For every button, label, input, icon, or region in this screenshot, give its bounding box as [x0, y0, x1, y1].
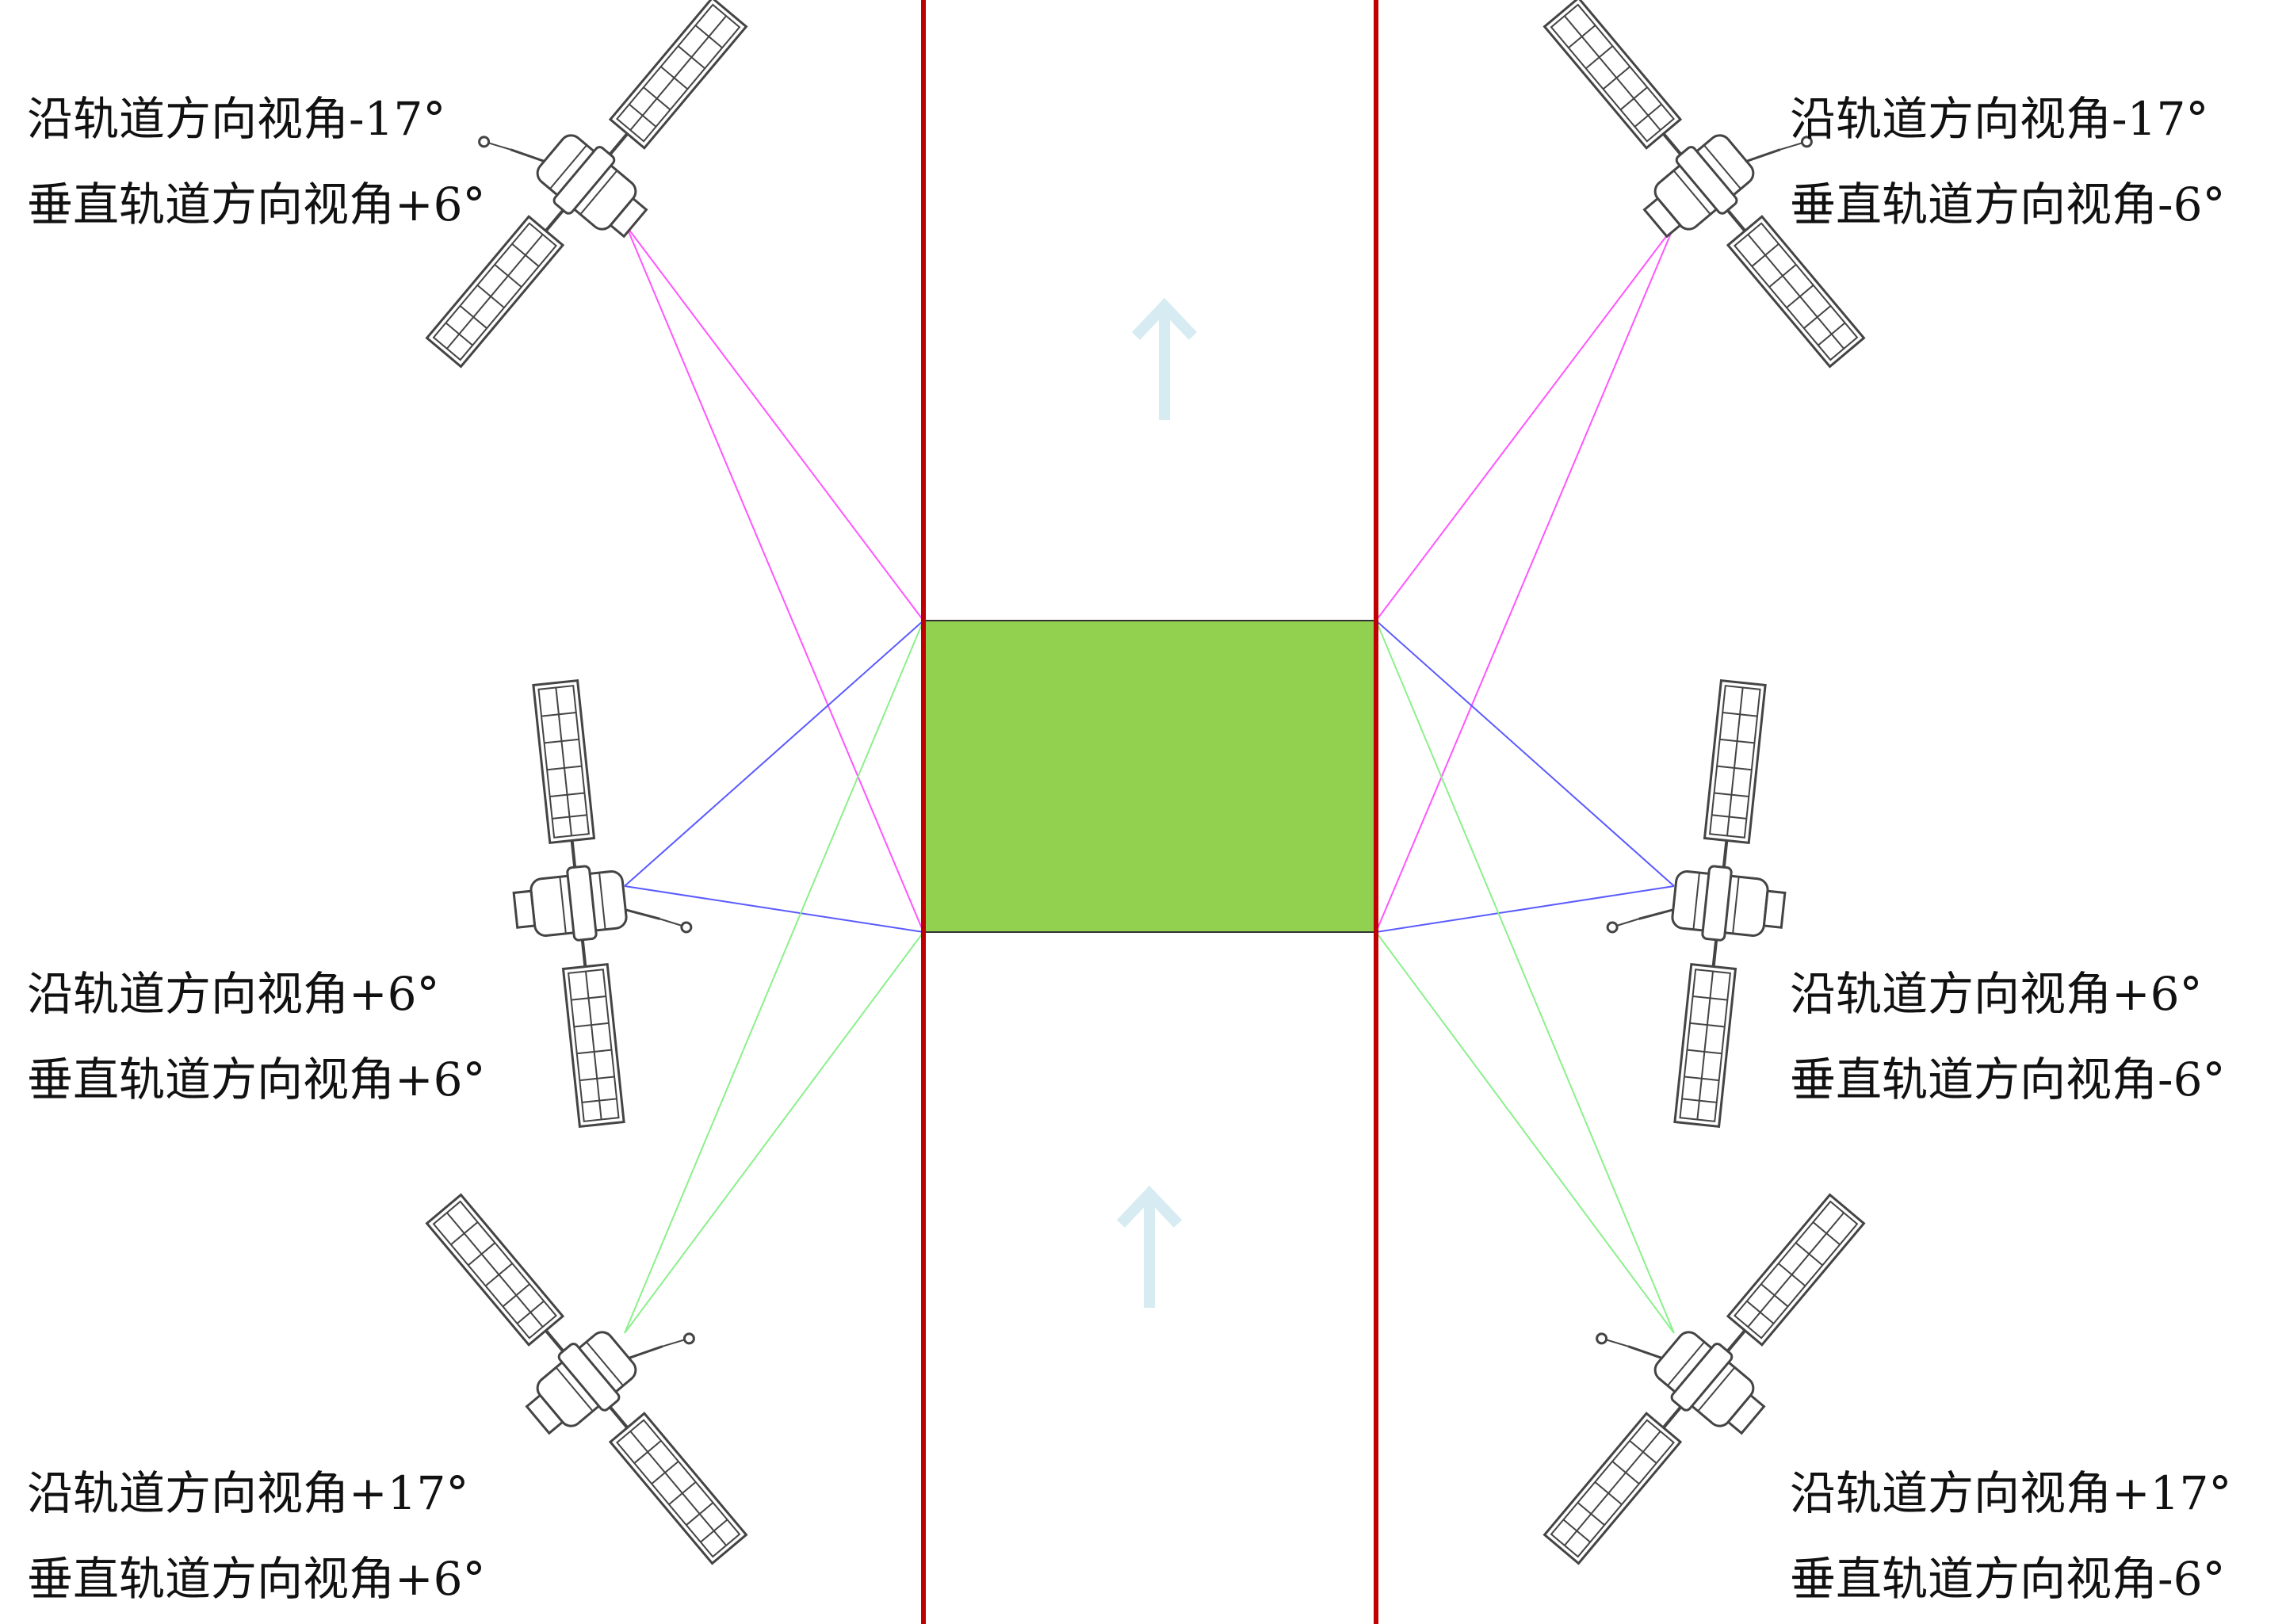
along-track-angle-label: 沿轨道方向视角+17°	[1790, 1466, 2232, 1520]
satellite-label-bottom-left: 沿轨道方向视角+17° 垂直轨道方向视角+6°	[27, 1450, 486, 1622]
satellite-label-top-right: 沿轨道方向视角-17° 垂直轨道方向视角-6°	[1790, 76, 2226, 247]
along-track-angle-label: 沿轨道方向视角-17°	[1790, 92, 2209, 146]
sight-line-top-left	[625, 225, 924, 933]
cross-track-angle-label: 垂直轨道方向视角-6°	[1790, 1552, 2226, 1606]
cross-track-angle-label: 垂直轨道方向视角-6°	[1790, 178, 2226, 231]
up-arrow-icon	[1136, 306, 1193, 420]
sight-line-top-left	[625, 225, 924, 621]
sight-line-top-right	[1375, 225, 1675, 621]
sight-line-top-right	[1375, 225, 1675, 933]
cross-track-angle-label: 垂直轨道方向视角+6°	[27, 1053, 486, 1106]
target-area	[923, 620, 1377, 933]
sight-line-mid-left	[624, 885, 924, 933]
cross-track-angle-label: 垂直轨道方向视角+6°	[27, 1552, 486, 1606]
satellite-label-mid-right: 沿轨道方向视角+6° 垂直轨道方向视角-6°	[1790, 951, 2226, 1122]
sight-line-mid-right	[1375, 620, 1675, 887]
sight-line-mid-left	[624, 620, 924, 887]
satellite-label-mid-left: 沿轨道方向视角+6° 垂直轨道方向视角+6°	[27, 951, 486, 1122]
sight-line-bot-right	[1375, 931, 1675, 1334]
sight-line-mid-right	[1375, 885, 1675, 933]
satellite-label-top-left: 沿轨道方向视角-17° 垂直轨道方向视角+6°	[27, 76, 486, 247]
cross-track-angle-label: 垂直轨道方向视角+6°	[27, 178, 486, 231]
along-track-angle-label: 沿轨道方向视角+6°	[1790, 967, 2203, 1021]
sight-line-bot-right	[1375, 620, 1675, 1334]
satellite-label-bottom-right: 沿轨道方向视角+17° 垂直轨道方向视角-6°	[1790, 1450, 2231, 1622]
along-track-angle-label: 沿轨道方向视角-17°	[27, 92, 446, 146]
along-track-angle-label: 沿轨道方向视角+17°	[27, 1466, 469, 1520]
along-track-angle-label: 沿轨道方向视角+6°	[27, 967, 440, 1021]
satellite-icon	[491, 670, 713, 1133]
up-arrow-icon	[1121, 1194, 1178, 1308]
cross-track-angle-label: 垂直轨道方向视角-6°	[1790, 1053, 2226, 1106]
sight-line-bot-left	[624, 931, 924, 1334]
satellite-icon	[1586, 670, 1808, 1133]
sight-line-bot-left	[624, 620, 924, 1334]
